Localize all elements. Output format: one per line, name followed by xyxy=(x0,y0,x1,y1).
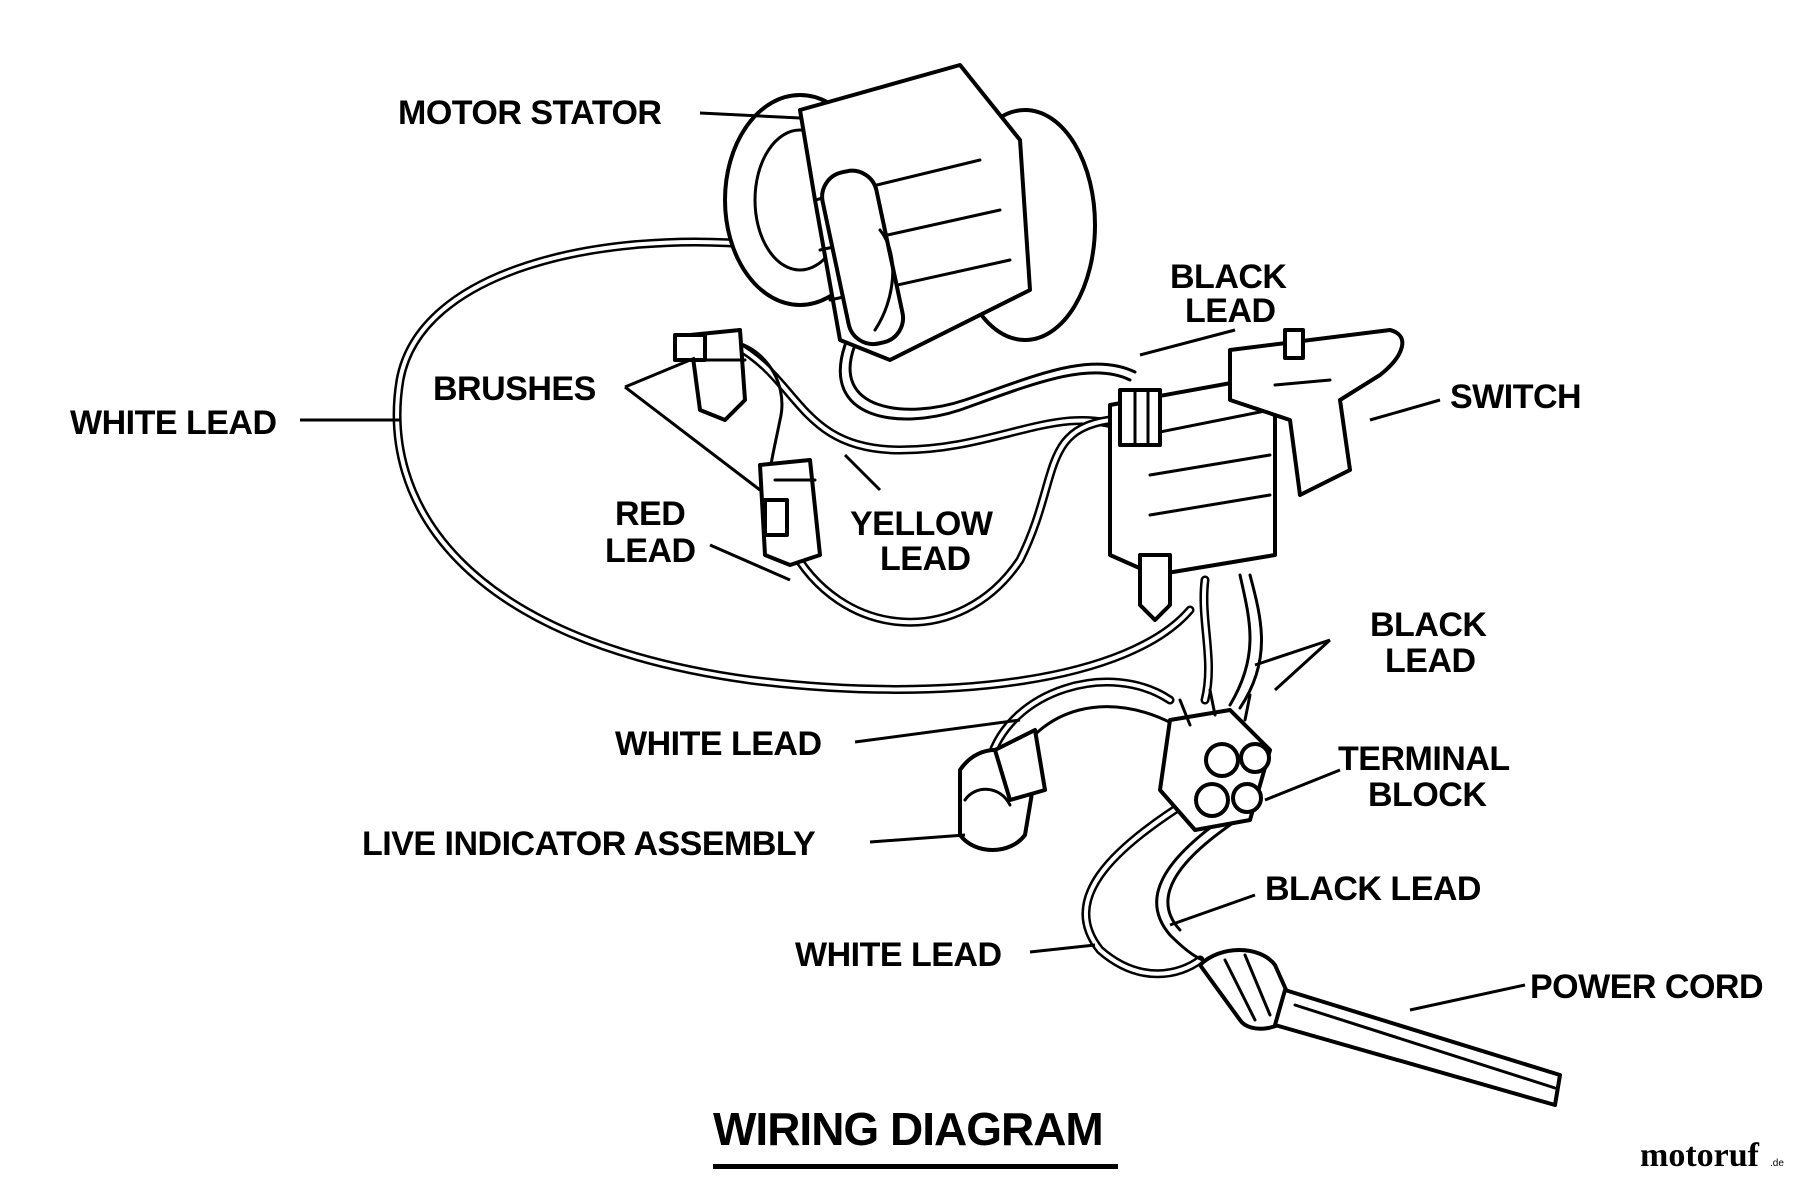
white-lead-loop-core xyxy=(395,239,1192,692)
labels: MOTOR STATOR BLACK LEAD SWITCH BRUSHES W… xyxy=(70,94,1764,1006)
label-white-lead-mid: WHITE LEAD xyxy=(615,725,822,763)
label-brushes: BRUSHES xyxy=(433,370,596,408)
title-text: WIRING DIAGRAM xyxy=(713,1103,1103,1155)
live-indicator xyxy=(958,728,1047,852)
label-black-lead-mid-2: LEAD xyxy=(1385,642,1476,680)
label-live-indicator-assembly: LIVE INDICATOR ASSEMBLY xyxy=(362,825,816,863)
label-black-lead-bottom: BLACK LEAD xyxy=(1265,870,1481,908)
label-terminal-block-1: TERMINAL xyxy=(1338,740,1510,778)
diagram-title: WIRING DIAGRAM xyxy=(713,1103,1118,1169)
label-motor-stator: MOTOR STATOR xyxy=(398,94,661,132)
label-black-lead-mid-1: BLACK xyxy=(1370,606,1487,644)
terminal-block xyxy=(1158,688,1272,832)
cord-black-lead xyxy=(1155,808,1237,967)
power-cord xyxy=(1198,948,1562,1107)
label-white-lead-left: WHITE LEAD xyxy=(70,404,277,442)
brushes xyxy=(673,328,822,567)
label-yellow-lead-2: LEAD xyxy=(880,540,971,578)
label-switch: SWITCH xyxy=(1450,378,1581,416)
label-power-cord: POWER CORD xyxy=(1530,968,1763,1006)
label-terminal-block-2: BLOCK xyxy=(1368,776,1487,814)
label-black-lead-top-1: BLACK xyxy=(1170,258,1287,296)
switch-terminal-black-a xyxy=(1228,573,1252,707)
motor-stator xyxy=(723,63,1097,362)
watermark-suffix: .de xyxy=(1770,1158,1784,1169)
watermark: motoruf .de xyxy=(1640,1137,1784,1174)
switch xyxy=(1108,328,1405,622)
label-yellow-lead-1: YELLOW xyxy=(850,505,994,543)
wires xyxy=(392,237,1263,979)
label-red-lead-1: RED xyxy=(615,495,685,533)
watermark-brand: motoruf xyxy=(1640,1137,1760,1174)
label-white-lead-bottom: WHITE LEAD xyxy=(795,936,1002,974)
black-lead-stator-switch xyxy=(838,343,1132,421)
label-black-lead-top-2: LEAD xyxy=(1185,292,1276,330)
leader-lines xyxy=(300,111,1526,1012)
label-red-lead-2: LEAD xyxy=(605,532,696,570)
